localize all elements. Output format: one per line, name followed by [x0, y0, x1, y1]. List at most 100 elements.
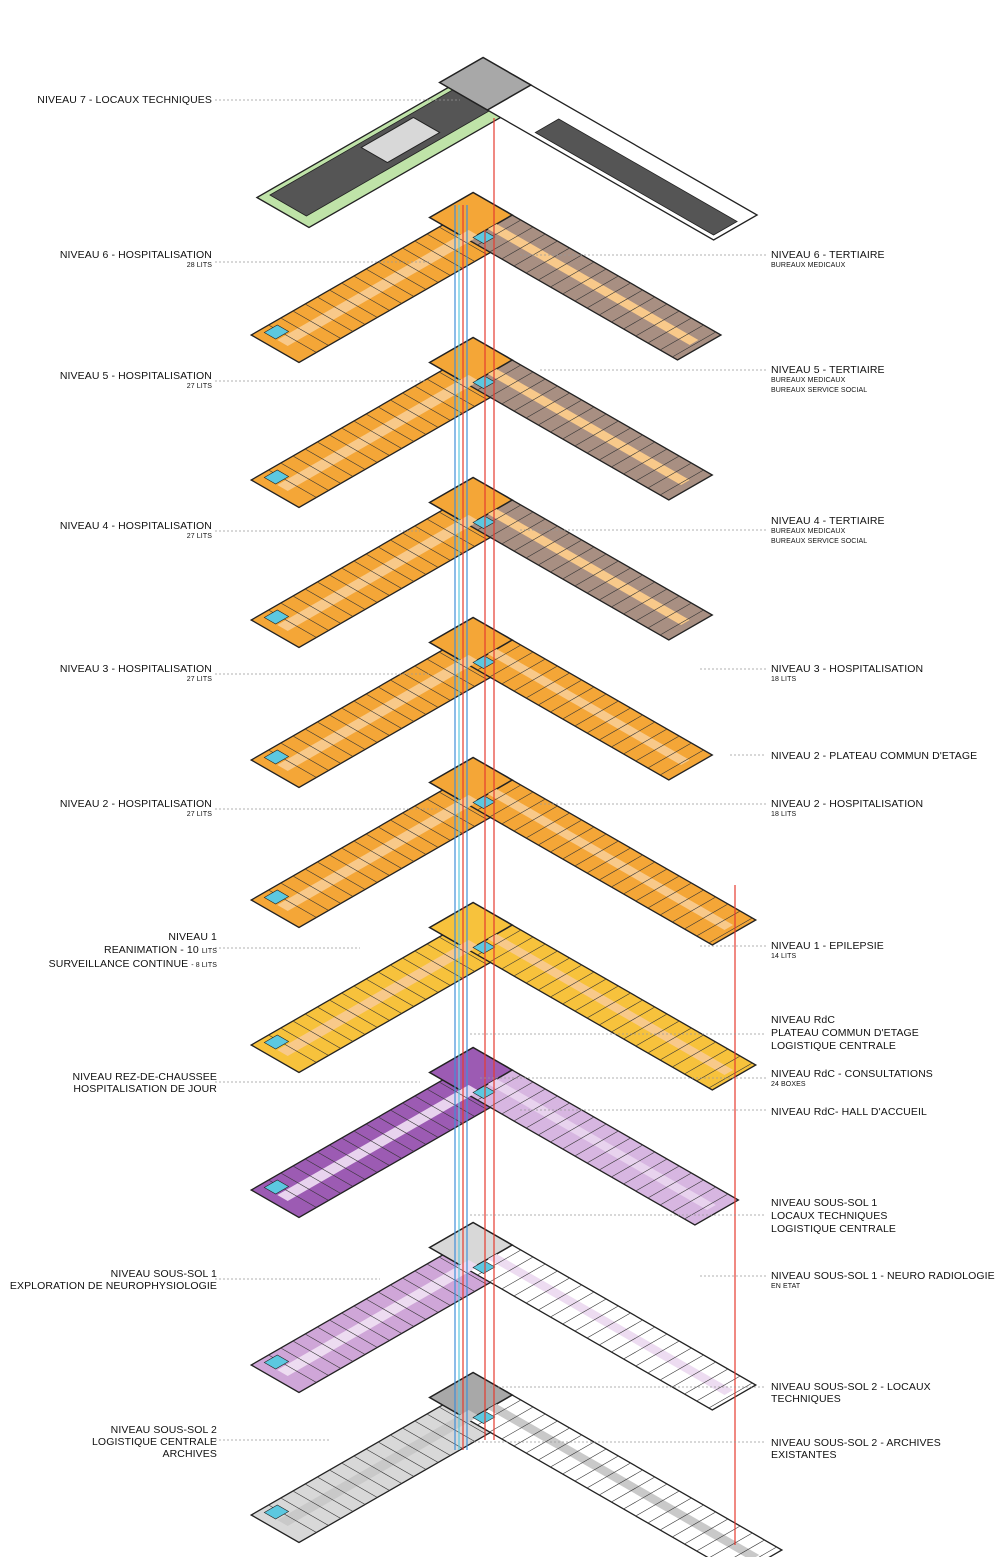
label-niveau-rez-de-chaussee: NIVEAU REZ-DE-CHAUSSEE HOSPITALISATION D…	[72, 1071, 217, 1095]
floor-niveau-5-partition	[538, 399, 582, 426]
roof-technical-room	[360, 116, 441, 164]
floor-sous-sol-2-partition	[659, 1504, 704, 1531]
floor-niveau-1-partition	[292, 1020, 341, 1049]
floor-niveau-2-partition	[659, 889, 704, 916]
floor-sous-sol-1-partition	[647, 1347, 692, 1374]
label-niveau-3-hospitalisation-right: NIVEAU 3 - HOSPITALISATION 18 LITS	[771, 663, 924, 683]
label-niveau-1: NIVEAU 1 REANIMATION - 10 LITS SURVEILLA…	[48, 931, 217, 970]
floor-rez-de-chaussee-wet-room	[472, 1085, 496, 1099]
label-niveau-5-hospitalisation: NIVEAU 5 - HOSPITALISATION 27 LITS	[59, 370, 212, 390]
label-niveau-4-tertiaire: NIVEAU 4 - TERTIAIRE BUREAUX MEDICAUX BU…	[771, 515, 885, 545]
floor-rez-de-chaussee-partition	[280, 1172, 329, 1201]
floor-sous-sol-2-partition	[696, 1525, 741, 1552]
floor-niveau-1-partition	[501, 943, 546, 970]
floor-niveau-4	[249, 476, 714, 649]
floor-niveau-4-partition	[280, 602, 329, 631]
floor-sous-sol-1-partition	[562, 1298, 607, 1325]
floor-niveau-3-partition	[623, 728, 668, 755]
floor-sous-sol-1-partition	[304, 1333, 354, 1362]
floor-niveau-2-partition	[623, 868, 668, 895]
floor-sous-sol-2-partition	[317, 1476, 366, 1505]
floor-niveau-1-partition	[280, 1027, 329, 1056]
floor-niveau-2-partition	[329, 854, 378, 883]
floor-niveau-5-partition	[280, 462, 329, 491]
floor-niveau-2-partition	[513, 805, 558, 832]
floor-niveau-6-wet-room	[472, 230, 496, 244]
floor-sous-sol-2-partition	[586, 1462, 631, 1489]
floor-niveau-6-partition	[513, 240, 558, 267]
floor-niveau-6-partition	[317, 296, 366, 325]
floor-niveau-2-wet-room	[263, 889, 290, 905]
floor-niveau-2-partition	[292, 875, 341, 904]
floor-niveau-4-east-corridor	[487, 509, 690, 625]
floor-niveau-2-partition	[378, 826, 427, 855]
floor-niveau-3-partition	[341, 707, 390, 736]
floor-niveau-2-partition	[538, 819, 582, 846]
floor-niveau-6-partition	[635, 310, 680, 337]
floor-niveau-1-partition	[550, 971, 595, 998]
floor-niveau-2-partition	[672, 896, 716, 923]
floor-rez-de-chaussee-partition	[611, 1151, 656, 1178]
floor-niveau-4-partition	[574, 560, 619, 587]
floor-rez-de-chaussee-partition	[365, 1123, 415, 1152]
floor-niveau-4-partition	[341, 567, 390, 596]
floor-sous-sol-2-partition	[611, 1476, 656, 1503]
floor-niveau-1-partition	[538, 964, 582, 991]
floor-sous-sol-1-partition	[317, 1326, 366, 1355]
floor-sous-sol-1-partition	[708, 1382, 753, 1409]
floor-niveau-6-partition	[304, 303, 354, 332]
label-niveau-sous-sol-2: NIVEAU SOUS-SOL 2 LOGISTIQUE CENTRALE AR…	[91, 1424, 217, 1460]
floor-niveau-5-partition	[304, 448, 354, 477]
floor-sous-sol-2-partition	[550, 1441, 595, 1468]
floor-sous-sol-1-partition	[696, 1375, 741, 1402]
floor-rez-de-chaussee-partition	[659, 1179, 704, 1206]
floor-niveau-3-west-corridor	[277, 655, 480, 771]
floor-sous-sol-1-partition	[599, 1319, 643, 1346]
floor-sous-sol-2-partition	[562, 1448, 607, 1475]
floor-sous-sol-2-partition	[390, 1434, 439, 1463]
floor-rez-de-chaussee-west-corridor	[277, 1085, 480, 1201]
floor-niveau-3-partition	[304, 728, 354, 757]
label-niveau-sous-sol-1: NIVEAU SOUS-SOL 1 EXPLORATION DE NEUROPH…	[9, 1268, 217, 1292]
floor-niveau-6-partition	[378, 261, 427, 290]
floor-sous-sol-2-east-corridor	[487, 1404, 760, 1557]
floor-sous-sol-2-partition	[734, 1539, 765, 1557]
label-niveau-6-tertiaire: NIVEAU 6 - TERTIAIRE BUREAUX MEDICAUX	[771, 249, 885, 269]
floor-niveau-5-partition	[501, 378, 546, 405]
floor-sous-sol-2-partition	[402, 1427, 451, 1456]
floor-niveau-1-west-corridor	[277, 940, 480, 1056]
roof-technical-core	[438, 56, 533, 111]
floor-niveau-6-partition	[550, 261, 595, 288]
floor-niveau-3-partition	[611, 721, 656, 748]
floor-niveau-4-partition	[402, 532, 451, 561]
floor-niveau-5-wet-room	[472, 375, 496, 389]
floor-niveau-5-partition	[611, 441, 656, 468]
floor-sous-sol-2-partition	[341, 1462, 390, 1491]
floor-niveau-3-partition	[574, 700, 619, 727]
floor-niveau-5-partition	[659, 469, 704, 496]
floor-niveau-5	[249, 336, 714, 509]
floor-niveau-5-partition	[341, 427, 390, 456]
floor-niveau-6-partition	[402, 247, 451, 276]
floor-sous-sol-1-partition	[341, 1312, 390, 1341]
floor-sous-sol-1-partition	[525, 1277, 570, 1304]
label-niveau-1-epilepsie: NIVEAU 1 - EPILEPSIE 14 LITS	[771, 940, 884, 960]
floor-niveau-2-partition	[708, 917, 753, 944]
floor-niveau-4-partition	[611, 581, 656, 608]
floor-sous-sol-1-partition	[365, 1298, 415, 1327]
floor-sous-sol-1-partition	[390, 1284, 439, 1313]
floor-niveau-5-partition	[329, 434, 378, 463]
floor-niveau-2-partition	[304, 868, 354, 897]
floor-niveau-3-partition	[538, 679, 582, 706]
floor-niveau-6-wet-room	[263, 324, 290, 340]
floor-niveau-6-partition	[390, 254, 439, 283]
floor-sous-sol-2-wet-room	[472, 1410, 496, 1424]
floor-niveau-5-partition	[390, 399, 439, 428]
floor-niveau-3-partition	[635, 735, 680, 762]
floor-niveau-4-partition	[317, 581, 366, 610]
floor-sous-sol-2-partition	[365, 1448, 415, 1477]
floor-niveau-1-partition	[623, 1013, 668, 1040]
floor-niveau-3-partition	[489, 651, 534, 678]
floor-niveau-5-partition	[292, 455, 341, 484]
floor-niveau-1-partition	[586, 992, 631, 1019]
